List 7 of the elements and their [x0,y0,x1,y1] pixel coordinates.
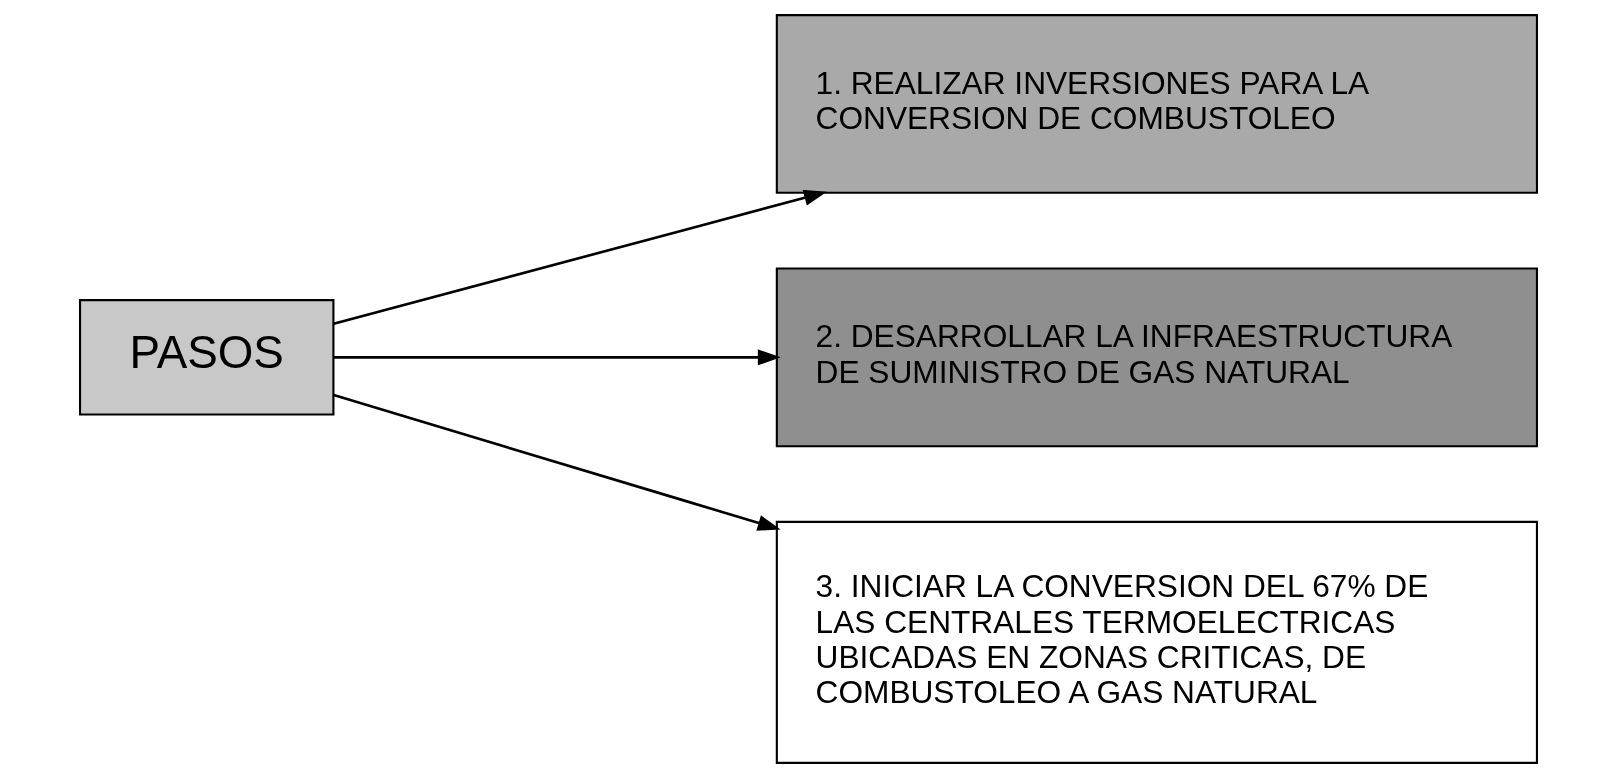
arrow [333,393,781,531]
node-box: PASOS [79,299,335,416]
arrow [333,190,827,326]
node-box: 1. REALIZAR INVERSIONES PARA LA CONVERSION DE COMBUSTOLEO [775,14,1538,194]
arrow [333,349,781,366]
node-box: 2. DESARROLLAR LA INFRAESTRUCTURA DE SUMINISTRO DE GAS NATURAL [775,267,1538,448]
node-box: 3. INICIAR LA CONVERSION DEL 67% DE LAS CENTRALES TERMOELECTRICAS UBICADAS EN ZONAS CRITICAS, DE COMBUSTOLEO A GAS NATURAL [775,520,1538,764]
